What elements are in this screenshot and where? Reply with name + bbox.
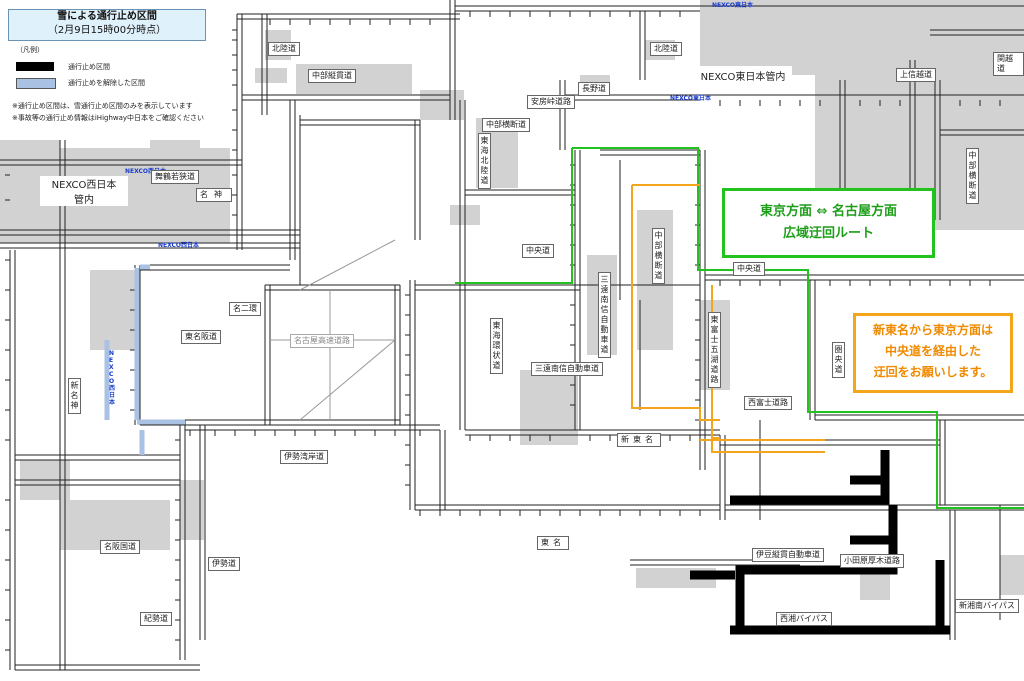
route-tomei: 東名 [537, 536, 569, 550]
route-meishin: 名神 [196, 188, 232, 202]
closed-sections [690, 450, 950, 635]
route-nagano: 長野道 [578, 82, 610, 96]
legend-closed-swatch [16, 62, 54, 71]
route-ise: 伊勢道 [208, 557, 240, 571]
route-ken-o: 圏央道 [832, 342, 845, 378]
legend-header: （凡例） [16, 46, 44, 54]
map-title: 雪による通行止め区間 （2月9日15時00分時点） [8, 9, 206, 41]
route-nagoya-exp: 名古屋高速道路 [290, 334, 354, 348]
legend-lifted-label: 通行止めを解除した区間 [68, 79, 145, 87]
legend-note-1: ※通行止め区間は、雪通行止め区間のみを表示しています [12, 102, 193, 110]
route-hokuriku-b: 北陸道 [650, 42, 682, 56]
route-maizuru: 舞鶴若狭道 [151, 170, 199, 184]
tag-nexco-east-mid: NEXCO東日本 [670, 95, 712, 102]
route-joshinetsu: 上信越道 [896, 68, 936, 82]
map-title-line1: 雪による通行止め区間 [57, 11, 157, 22]
route-chubu-odan-n: 中部横断道 [482, 118, 530, 132]
route-shin-meishin: 新名神 [68, 378, 81, 414]
route-nishi-fuji: 西富士道路 [744, 396, 792, 410]
route-anbo: 安房峠道路 [527, 95, 575, 109]
route-tomei-han: 東名阪道 [181, 330, 221, 344]
route-izu-jukan: 伊豆縦貫自動車道 [752, 548, 824, 562]
route-tokai-kanjo: 東海環状道 [490, 318, 503, 374]
route-isewangan: 伊勢湾岸道 [280, 450, 328, 464]
region-nexco-east: NEXCO東日本管内 [694, 66, 792, 85]
nagoya-inner-roads [270, 239, 396, 421]
legend: （凡例） 通行止め区間 通行止めを解除した区間 ※通行止め区間は、雪通行止め区間… [10, 45, 230, 125]
map-title-line2: （2月9日15時00分時点） [47, 25, 167, 36]
route-odawara-atsugi: 小田原厚木道路 [840, 554, 904, 568]
green-detour-route [455, 147, 1024, 509]
route-sanen-nanshin: 三遠南信自動車道 [531, 362, 603, 376]
region-nexco-west-line1: NEXCO西日本 [51, 180, 117, 191]
route-hokuriku-a: 北陸道 [268, 42, 300, 56]
region-nexco-west: NEXCO西日本 管内 [40, 176, 128, 206]
region-nexco-west-line2: 管内 [74, 195, 94, 206]
route-chuo-b: 中央道 [733, 262, 765, 276]
route-sanen-nanshin-v: 三遠南信自動車道 [598, 272, 611, 358]
orange-route-callout: 新東名から東京方面は 中央道を経由した 迂回をお願いします。 [853, 313, 1013, 393]
route-kanetsu: 関越道 [993, 52, 1024, 76]
tag-nexco-west-1: NEXCO西日本 [125, 168, 167, 175]
legend-lifted-swatch [16, 78, 56, 89]
lifted-sections [104, 264, 185, 455]
route-chubu-odan-mid: 中部横断道 [652, 228, 665, 284]
route-chubu-odan-east: 中部横断道 [966, 148, 979, 204]
route-meihan: 名阪国道 [100, 540, 140, 554]
route-kisei: 紀勢道 [140, 612, 172, 626]
route-shin-shonan: 新湘南バイパス [955, 599, 1019, 613]
tag-nexco-east-top: NEXCO東日本 [712, 2, 754, 9]
legend-closed-label: 通行止め区間 [68, 63, 110, 71]
green-route-callout: 東京方面 ⇔ 名古屋方面 広域迂回ルート [722, 188, 935, 258]
route-seisho: 西湘バイパス [776, 612, 832, 626]
route-shin-tomei: 新東名 [617, 433, 661, 447]
route-chubu-jukan: 中部縦貫道 [308, 69, 356, 83]
orange-callout-line1: 新東名から東京方面は [872, 323, 993, 337]
green-callout-line2: 広域迂回ルート [782, 226, 874, 241]
orange-callout-line2: 中央道を経由した [884, 344, 981, 358]
legend-note-2: ※事故等の通行止め情報はiHighway中日本をご確認ください [12, 114, 205, 122]
tag-nexco-west-vertical: NEXCO西日本 [109, 350, 116, 406]
route-chuo-a: 中央道 [522, 244, 554, 258]
green-callout-line1: 東京方面 ⇔ 名古屋方面 [760, 204, 897, 219]
route-tokai-hokuriku: 東海北陸道 [478, 133, 491, 189]
route-meinikan: 名二環 [229, 302, 261, 316]
orange-callout-line3: 迂回をお願いします。 [873, 365, 993, 379]
tag-nexco-west-2: NEXCO西日本 [158, 242, 200, 249]
route-higashifuji: 東富士五湖道路 [708, 312, 721, 388]
